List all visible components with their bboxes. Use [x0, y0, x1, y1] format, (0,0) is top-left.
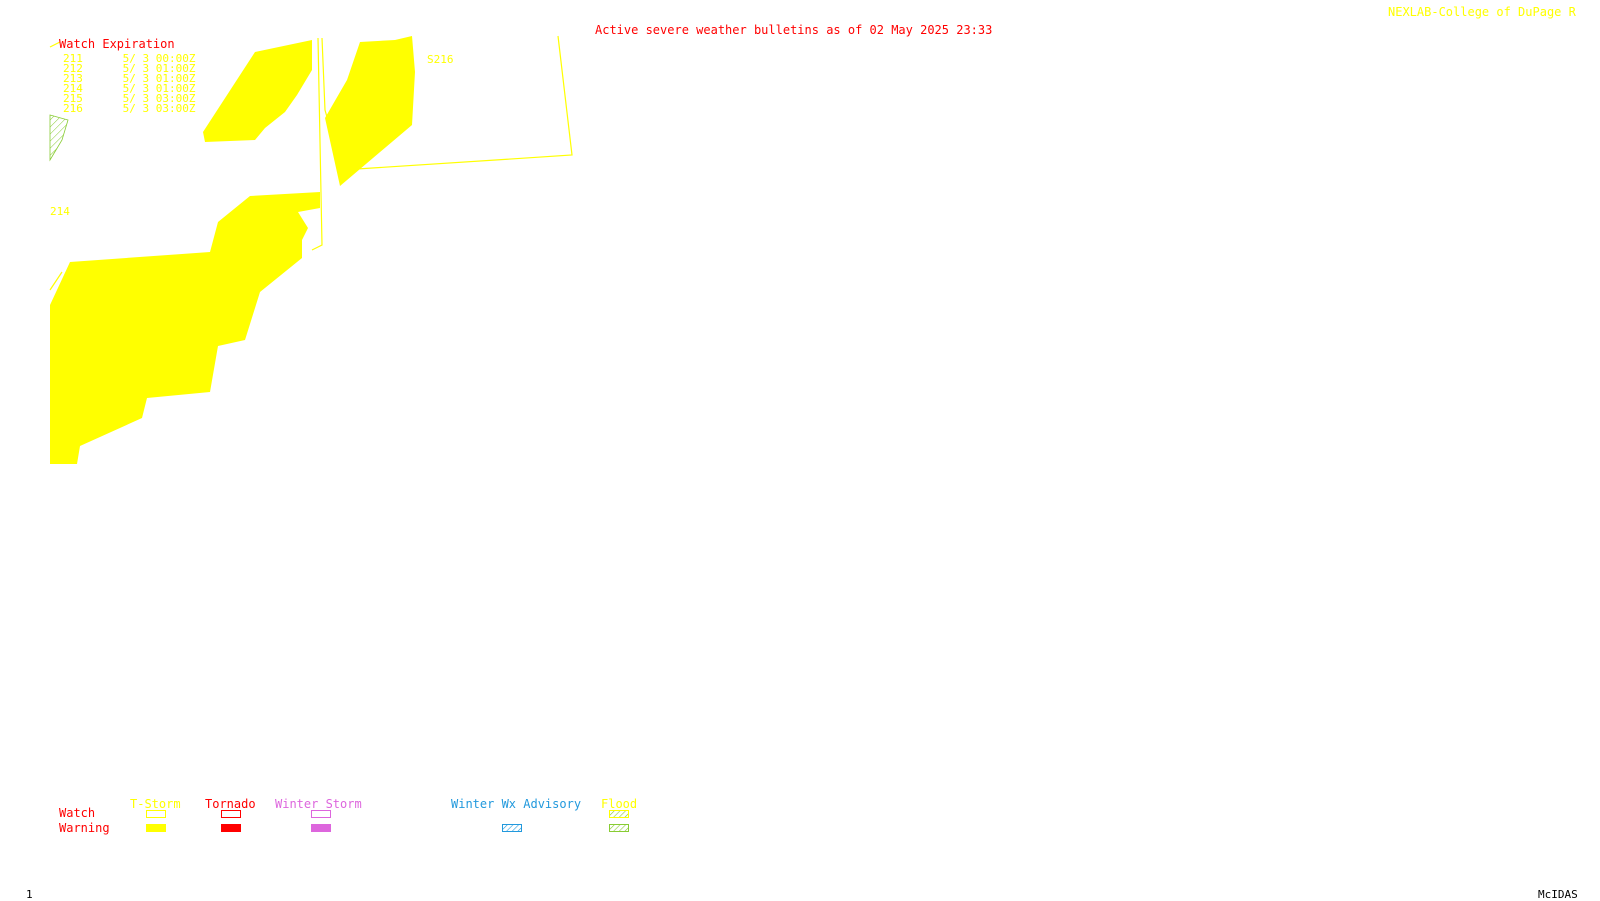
- expiration-row: 213 5/ 3 01:00Z: [63, 72, 196, 85]
- watch-label-214: 214: [50, 205, 70, 218]
- frame-number: 1: [26, 888, 33, 901]
- warning-polygon-1: [203, 40, 312, 142]
- watch-outline-214: [311, 37, 323, 251]
- watch-outline-west: [49, 41, 61, 48]
- watch-outline-west-2: [49, 271, 63, 291]
- warning-polygon-2: [325, 36, 415, 186]
- legend-col-tornado: Tornado: [205, 797, 256, 811]
- expiration-row: 216 5/ 3 03:00Z: [63, 102, 196, 115]
- swatch-tstorm-watch: [146, 810, 166, 818]
- swatch-flood-watch: [609, 810, 629, 818]
- swatch-winter-storm-warning: [311, 824, 331, 832]
- legend-col-winter-storm: Winter Storm: [275, 797, 362, 811]
- flood-warning-polygon: [49, 114, 69, 162]
- legend-row-watch: Watch: [59, 806, 96, 820]
- legend-row-warning: Warning: [59, 821, 110, 835]
- swatch-winter-storm-watch: [311, 810, 331, 818]
- expiration-row: 214 5/ 3 01:00Z: [63, 82, 196, 95]
- software-label: McIDAS: [1538, 888, 1578, 901]
- swatch-winter-advisory-warning: [502, 824, 522, 832]
- legend-col-flood: Flood: [601, 797, 638, 811]
- swatch-tstorm-warning: [146, 824, 166, 832]
- watch-expiration-heading: Watch Expiration: [59, 37, 175, 51]
- legend-col-winter-advisory: Winter Wx Advisory: [451, 797, 582, 811]
- page-title: Active severe weather bulletins as of 02…: [595, 23, 993, 37]
- legend-col-tstorm: T-Storm: [130, 797, 181, 811]
- swatch-tornado-watch: [221, 810, 241, 818]
- watch-label-216: S216: [427, 53, 454, 66]
- expiration-row: 215 5/ 3 03:00Z: [63, 92, 196, 105]
- credit-label: NEXLAB-College of DuPage R: [1388, 5, 1576, 19]
- expiration-row: 212 5/ 3 01:00Z: [63, 62, 196, 75]
- expiration-row: 211 5/ 3 00:00Z: [63, 52, 196, 65]
- swatch-tornado-warning: [221, 824, 241, 832]
- swatch-flood-warning: [609, 824, 629, 832]
- warning-polygon-3: [50, 192, 320, 464]
